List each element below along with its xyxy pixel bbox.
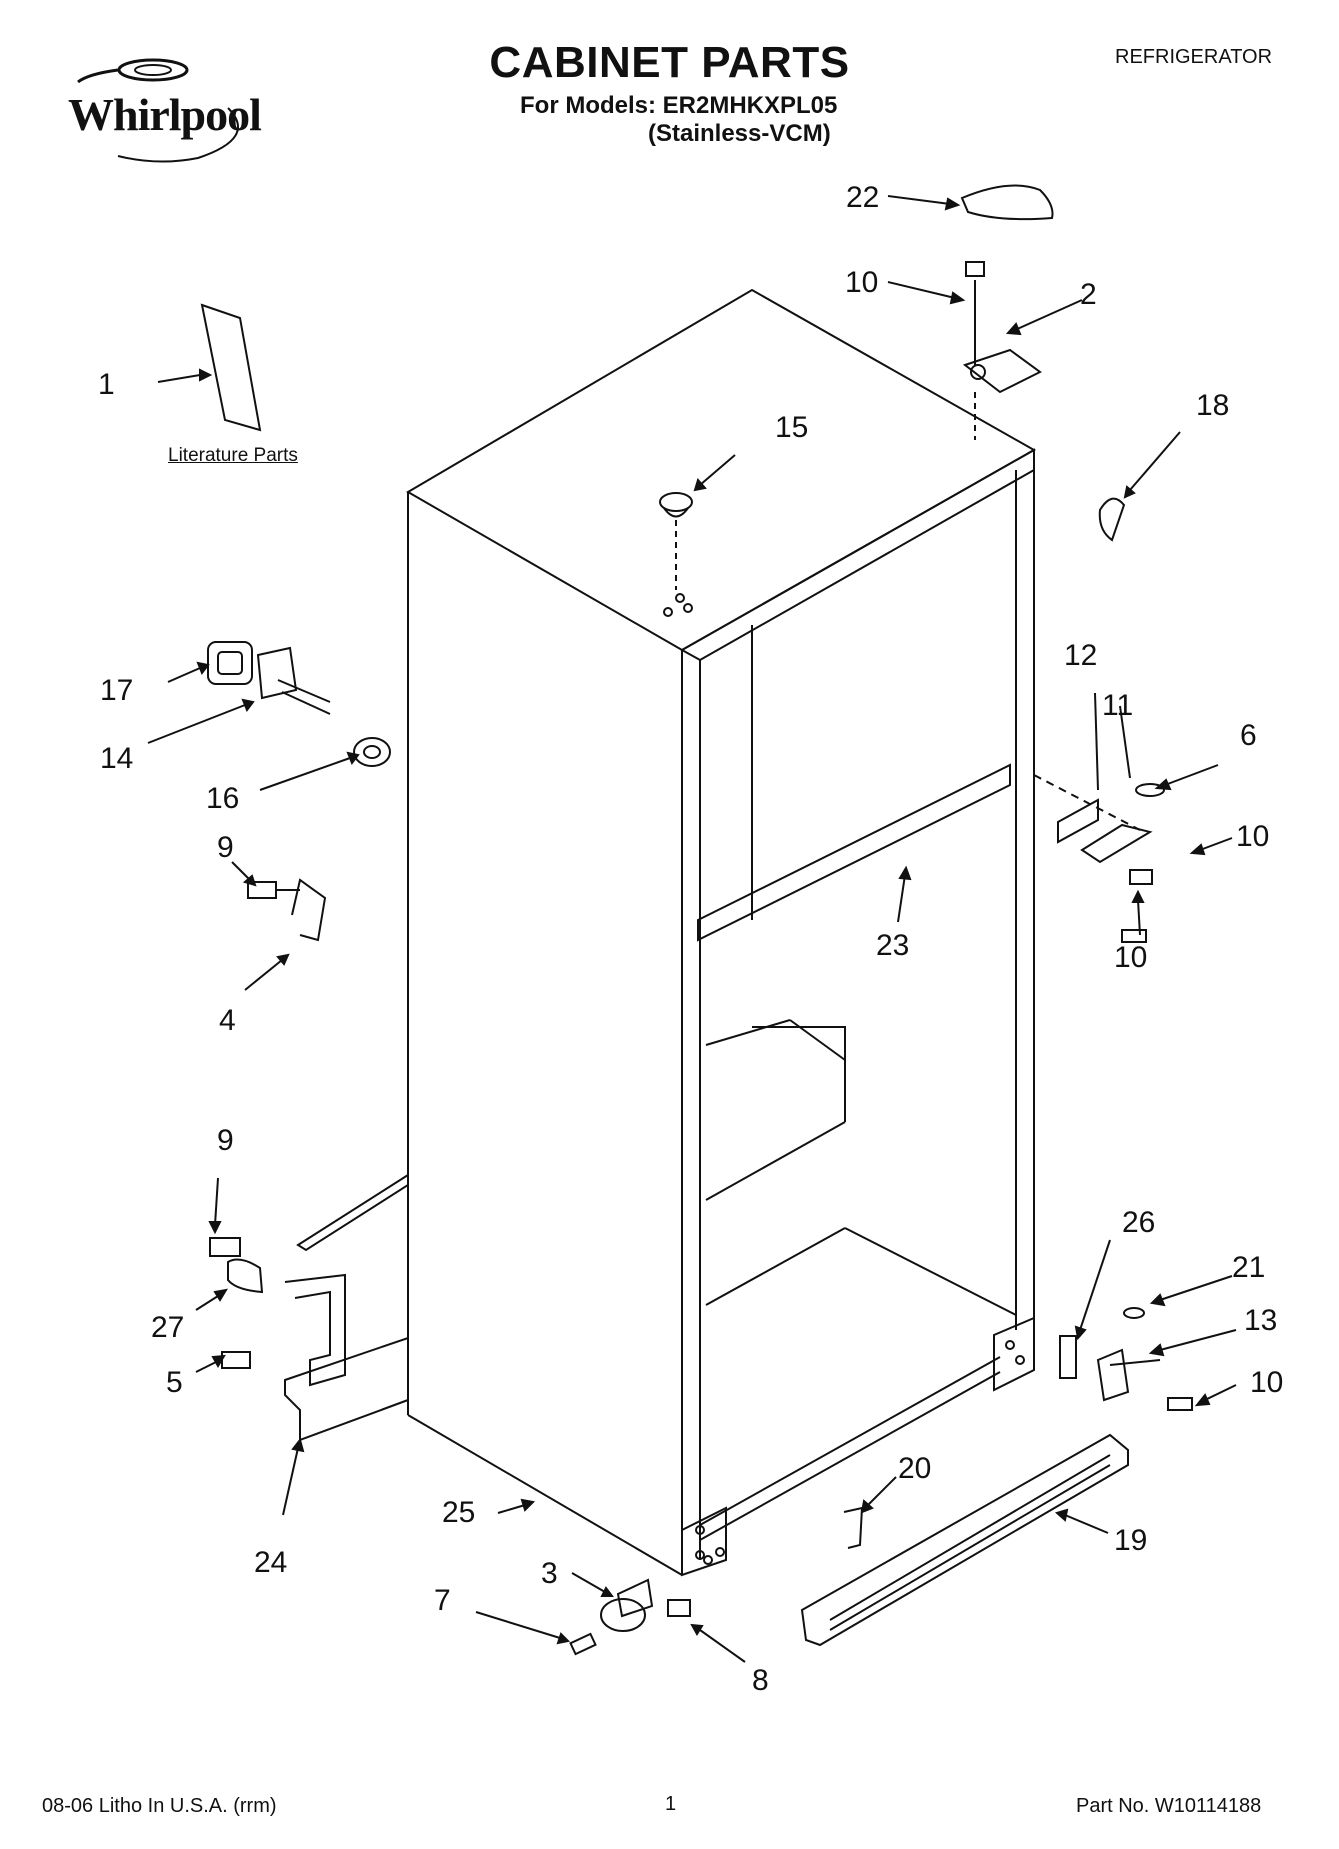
hinge-cover [960,184,1054,221]
part-number: Part No. W10114188 [1076,1795,1262,1817]
callout-9-upper: 9 [217,831,234,864]
callout-2: 2 [1080,278,1097,311]
callout-24: 24 [254,1546,287,1579]
callout-labels: 1 2 3 4 5 6 7 8 9 9 10 10 10 10 11 12 13… [98,181,1283,1697]
callout-22: 22 [846,181,879,214]
callout-10-bottom: 10 [1250,1366,1283,1399]
callout-25: 25 [442,1496,475,1529]
base-grille [800,1433,1129,1647]
upper-left-hinge [247,878,327,942]
lower-left-hinge [209,1173,409,1442]
page-title: CABINET PARTS [489,38,850,87]
callout-9-lower: 9 [217,1124,234,1157]
literature-parts-label: Literature Parts [168,445,298,466]
callout-10-top: 10 [845,266,878,299]
footer-print-info: 08-06 Litho In U.S.A. (rrm) [42,1795,277,1817]
document-type: REFRIGERATOR [1115,46,1273,68]
model-variant: (Stainless-VCM) [648,120,831,147]
callout-14: 14 [100,742,133,775]
door-stop [1098,497,1126,542]
callout-18: 18 [1196,389,1229,422]
callout-11: 11 [1102,689,1133,722]
leveling-leg [569,1578,691,1656]
callout-6: 6 [1240,719,1257,752]
callout-12: 12 [1064,639,1097,672]
model-line: For Models: ER2MHKXPL05 [520,92,838,119]
callout-19: 19 [1114,1524,1147,1557]
literature-booklet [200,303,262,432]
center-hinge [1033,774,1165,943]
callout-26: 26 [1122,1206,1155,1239]
callout-10-center-bottom: 10 [1114,941,1147,974]
callout-15: 15 [775,411,808,444]
callout-5: 5 [166,1366,183,1399]
callout-17: 17 [100,674,133,707]
cabinet-body [406,288,1037,1577]
callout-1: 1 [98,368,115,401]
callout-16: 16 [206,782,239,815]
callout-4: 4 [219,1004,236,1037]
top-hinge [962,261,1042,440]
callout-3: 3 [541,1557,558,1590]
mullion-bar [697,763,1011,942]
logo-wordmark: Whirlpool [68,89,262,140]
callout-10-center-right: 10 [1236,820,1269,853]
callout-13: 13 [1244,1304,1277,1337]
whirlpool-logo: Whirlpool [58,48,298,168]
logo-swirl-icon [77,58,239,163]
page-number: 1 [665,1793,677,1815]
callout-27: 27 [151,1311,184,1344]
handle-bushing-assembly [207,641,391,767]
plug-button [659,492,693,617]
callout-20: 20 [898,1452,931,1485]
leader-arrows [147,195,1237,1663]
callout-7: 7 [434,1584,451,1617]
lower-right-hinge [1059,1307,1193,1411]
callout-8: 8 [752,1664,769,1697]
callout-21: 21 [1232,1251,1265,1284]
callout-23: 23 [876,929,909,962]
